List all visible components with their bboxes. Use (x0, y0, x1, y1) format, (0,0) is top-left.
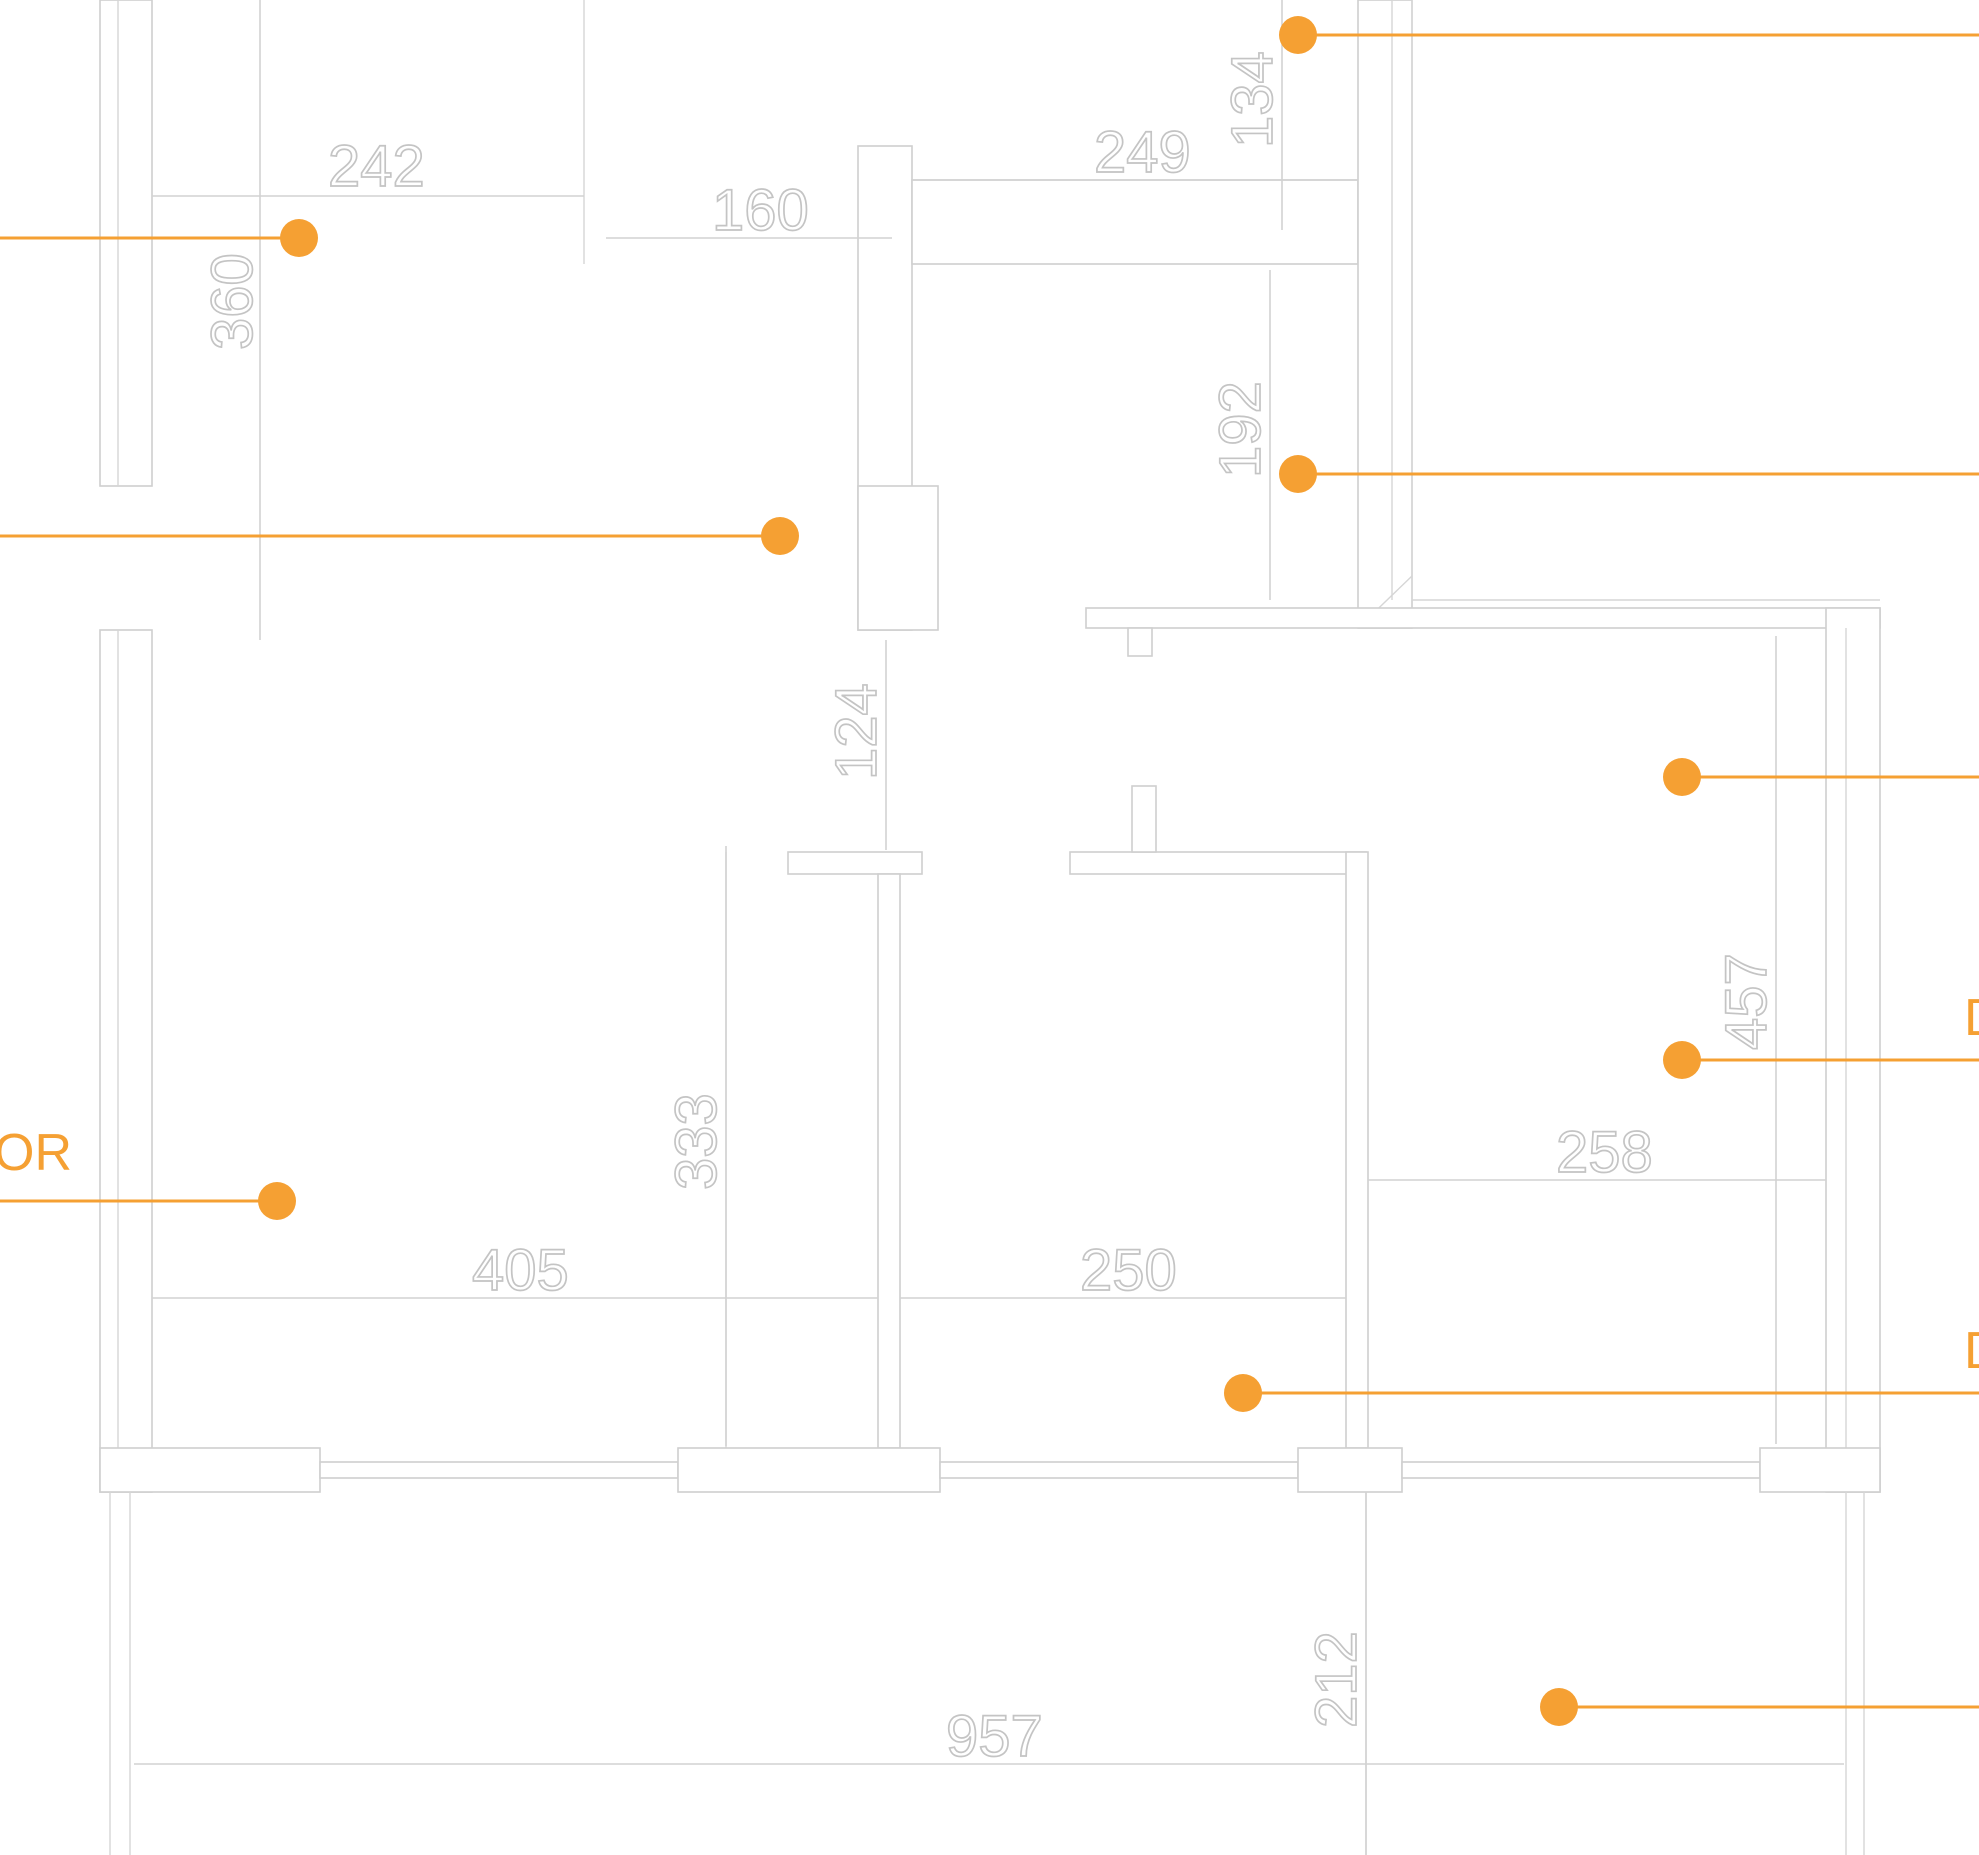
walls (99, 0, 1881, 1855)
wall-right-upper (1357, 0, 1413, 629)
wall-left-lower (99, 629, 153, 1493)
wall-upper-band (911, 179, 1359, 265)
room-label: OR (0, 1124, 72, 1182)
room-marker-dot (1663, 758, 1701, 796)
wall-room-divider-top-left (787, 851, 923, 875)
wall-bottom-segment-c (1297, 1447, 1403, 1493)
room-marker-dot (1279, 455, 1317, 493)
dimension-label: 242 (328, 134, 425, 199)
wall-bottom-segment-a (99, 1447, 321, 1493)
wall-bottom-segment-b (677, 1447, 941, 1493)
wall-bottom-window-c (1401, 1461, 1761, 1479)
dimension-lines (134, 0, 1844, 1855)
dimension-label: 250 (1080, 1238, 1177, 1303)
wall-left-upper (99, 0, 153, 487)
wall-room-divider-top-right (1069, 851, 1367, 875)
cropped-room-labels: OR D D (0, 989, 1979, 1380)
dimension-label: 333 (664, 1093, 729, 1190)
wall-room-divider-vertical (877, 873, 901, 1449)
wall-bottom-window-b (939, 1461, 1299, 1479)
wall-right-outer (1825, 607, 1881, 1493)
dimension-label: 258 (1556, 1120, 1653, 1185)
dimension-label: 457 (1714, 953, 1779, 1050)
dimension-label: 212 (1304, 1631, 1369, 1728)
dimension-label: 160 (712, 178, 809, 243)
room-label: D (1964, 1322, 1979, 1380)
wall-bottom-segment-d (1759, 1447, 1881, 1493)
room-marker-dot (1663, 1041, 1701, 1079)
wall-center-ledge (857, 485, 939, 631)
dimension-label: 192 (1208, 381, 1273, 478)
room-marker-dot (1224, 1374, 1262, 1412)
wall-mid-horizontal (1085, 607, 1881, 629)
room-marker-dot (258, 1182, 296, 1220)
dimension-label: 957 (946, 1704, 1043, 1769)
wall-door-stub (1131, 785, 1157, 853)
wall-mid-stub (1127, 627, 1153, 657)
dimension-label: 249 (1094, 120, 1191, 185)
dimension-label: 405 (472, 1238, 569, 1303)
wall-right-upper-step (1411, 0, 1880, 601)
room-markers (0, 16, 1979, 1726)
dimension-label: 124 (824, 683, 889, 780)
dimension-label: 134 (1220, 51, 1285, 148)
room-marker-dot (761, 517, 799, 555)
room-marker-dot (1540, 1688, 1578, 1726)
room-marker-dot (1279, 16, 1317, 54)
wall-room-right-vertical (1345, 851, 1369, 1449)
room-label: D (1964, 989, 1979, 1047)
dimension-label: 360 (200, 253, 265, 350)
wall-bottom-window-a (319, 1461, 679, 1479)
room-marker-dot (280, 219, 318, 257)
dimension-labels: 242 160 249 134 360 192 124 333 405 250 … (199, 50, 1780, 1769)
